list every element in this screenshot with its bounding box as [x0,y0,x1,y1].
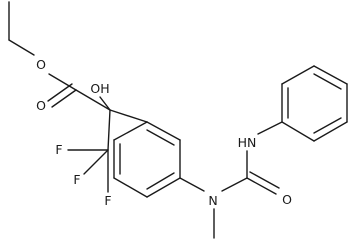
atom-urea-oxygen: O [282,192,292,207]
ring-bond-3 [146,177,181,198]
phenyl-inner-2 [313,73,342,90]
bond-carbonyl-quat [75,89,111,111]
bond-carbonyl-double-2 [47,83,73,102]
atom-amide-nh: HN [238,135,257,150]
bond-quat-ring [109,109,148,123]
bond-ring-n [179,177,205,192]
bond-n-urea-c [221,177,248,192]
atom-fluorine-2: F [73,172,80,187]
ring-bond-4 [113,177,148,198]
atom-carbonyl-oxygen: O [36,98,46,113]
atom-fluorine-3: F [104,193,111,208]
bond-urea-double-1 [246,177,277,195]
ring-bond-1 [146,121,181,141]
bond-quat-cf3 [107,109,111,151]
atom-ester-oxygen: O [36,57,46,72]
phenyl-inner-3 [313,117,342,134]
ring-inner-1 [146,129,175,146]
ring-bond-6 [113,121,148,141]
phenyl-bond-3 [313,65,348,85]
phenyl-bond-5 [313,121,348,142]
bond-cf-f2 [83,149,109,175]
ring-inner-2 [146,172,175,190]
bond-carbonyl-double-1 [51,89,77,108]
atom-methyl-nitrogen: N [208,193,217,208]
phenyl-bond-6 [281,121,315,142]
bond-nh-phenyl [257,121,283,135]
bond-hydroxyl [99,96,111,111]
bond-ethyl-ch2 [8,39,35,56]
atom-hydroxyl: OH [90,81,109,96]
bond-ester-o-carbonyl [48,73,77,91]
phenyl-bond-2 [281,65,315,85]
bond-urea-double-2 [249,171,280,189]
atom-fluorine-1: F [55,142,62,157]
